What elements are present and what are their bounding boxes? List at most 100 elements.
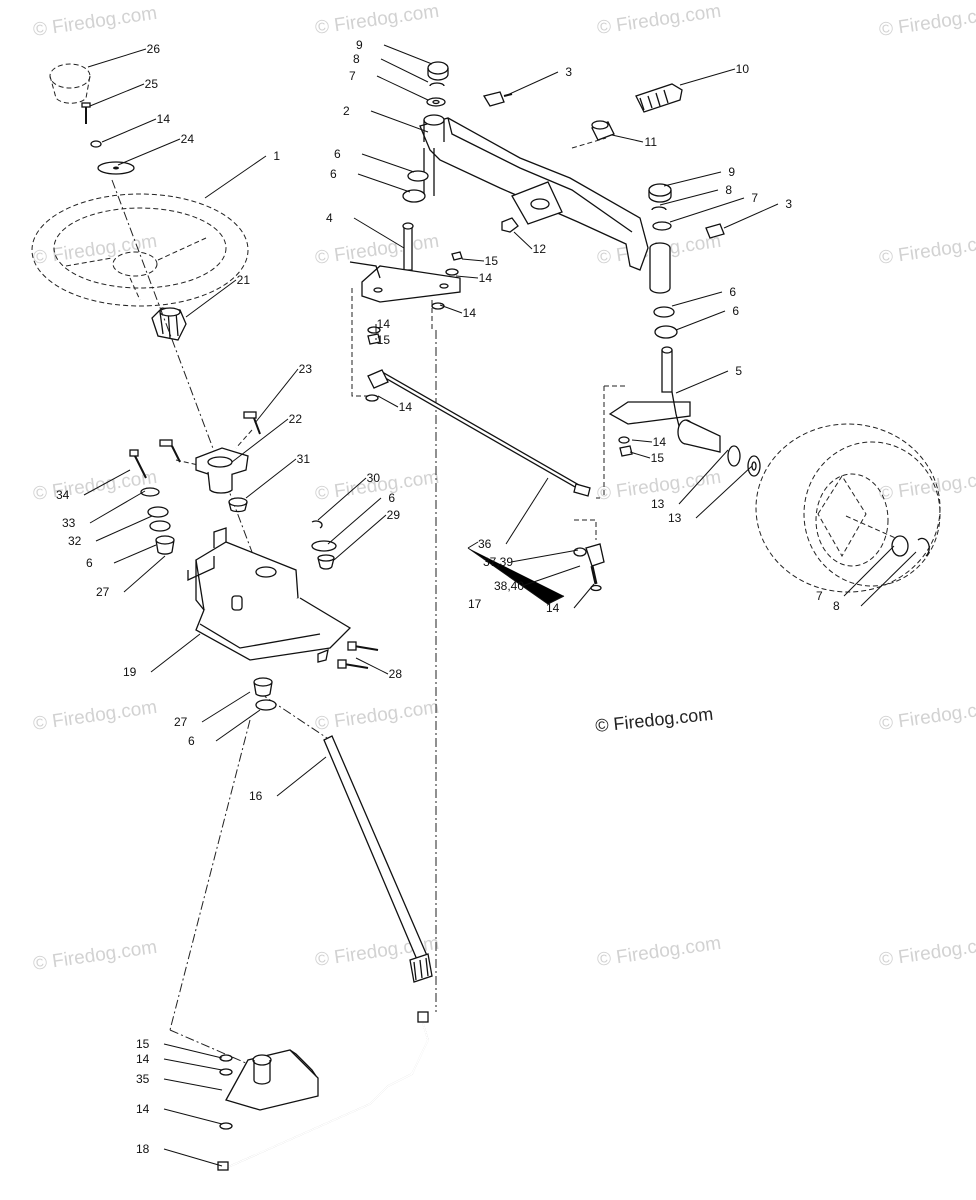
callout-label-23: 23 bbox=[299, 362, 313, 376]
watermark-text: © Firedog.com bbox=[878, 231, 976, 269]
callout-label-25: 25 bbox=[145, 77, 159, 91]
callout-leader-line bbox=[573, 583, 595, 609]
callout-leader-line bbox=[87, 48, 147, 68]
callout-label-18: 18 bbox=[136, 1142, 150, 1156]
wheel-screw bbox=[81, 102, 91, 124]
flange-bolt-right bbox=[243, 411, 261, 435]
tie-rod bbox=[365, 369, 591, 497]
watermark-text: © Firedog.com bbox=[32, 231, 159, 269]
callout-label-27: 27 bbox=[174, 715, 188, 729]
callout-label-8: 8 bbox=[833, 599, 840, 613]
watermark-text: © Firedog.com bbox=[32, 937, 159, 975]
callout-label-31: 31 bbox=[297, 452, 311, 466]
callout-leader-line bbox=[231, 418, 289, 463]
callout-leader-line bbox=[504, 71, 559, 97]
callout-label-14: 14 bbox=[546, 601, 560, 615]
callout-label-4: 4 bbox=[326, 211, 333, 225]
callout-leader-line bbox=[611, 134, 644, 143]
callout-leader-line bbox=[659, 189, 719, 206]
callout-leader-line bbox=[860, 551, 917, 607]
callout-leader-line bbox=[513, 231, 533, 250]
callout-label-29: 29 bbox=[387, 508, 401, 522]
front-tire bbox=[755, 423, 941, 593]
callout-label-8: 8 bbox=[353, 52, 360, 66]
watermark-text: © Firedog.com bbox=[596, 1, 723, 39]
callout-leader-line bbox=[505, 477, 549, 545]
callout-leader-line bbox=[83, 469, 131, 496]
callout-label-15: 15 bbox=[377, 333, 391, 347]
callout-leader-line bbox=[353, 217, 405, 249]
callout-label-13: 13 bbox=[651, 497, 665, 511]
callout-leader-line bbox=[245, 458, 297, 499]
callout-leader-line bbox=[163, 1043, 223, 1059]
callout-leader-line bbox=[89, 83, 145, 107]
callout-label-6: 6 bbox=[388, 491, 395, 505]
callout-label-7: 7 bbox=[751, 191, 758, 205]
cap-9-right bbox=[648, 183, 672, 203]
callout-label-15: 15 bbox=[485, 254, 499, 268]
callout-leader-line bbox=[461, 258, 485, 262]
callout-label-12: 12 bbox=[533, 242, 547, 256]
callout-leader-line bbox=[357, 173, 411, 193]
nut-12 bbox=[501, 217, 519, 233]
watermark-text: © Firedog.com bbox=[878, 467, 976, 505]
callout-label-6: 6 bbox=[188, 734, 195, 748]
steering-wheel-cap bbox=[49, 63, 91, 104]
callout-leader-line bbox=[204, 155, 267, 199]
cap-9-left bbox=[427, 61, 449, 81]
callout-label-14: 14 bbox=[136, 1102, 150, 1116]
callout-label-6: 6 bbox=[729, 285, 736, 299]
grease-fitting-3-left bbox=[482, 91, 513, 107]
watermark-text: © Firedog.com bbox=[32, 467, 159, 505]
flange-bushing bbox=[195, 447, 249, 494]
callout-leader-line bbox=[376, 75, 429, 101]
callout-label-9: 9 bbox=[356, 38, 363, 52]
callout-label-6: 6 bbox=[732, 304, 739, 318]
callout-leader-line bbox=[89, 490, 146, 524]
steering-wheel bbox=[31, 193, 249, 307]
steering-adapter bbox=[151, 307, 187, 341]
callout-leader-line bbox=[521, 565, 581, 587]
wheel-washers bbox=[727, 445, 761, 477]
small-bushing bbox=[228, 497, 248, 513]
callout-label-21: 21 bbox=[237, 273, 251, 287]
callout-leader-line bbox=[695, 465, 753, 519]
callout-label-2: 2 bbox=[343, 104, 350, 118]
spacer-11 bbox=[591, 120, 615, 141]
watermark-text: © Firedog.com bbox=[32, 3, 159, 41]
callout-label-22: 22 bbox=[289, 412, 303, 426]
callout-leader-line bbox=[361, 153, 415, 173]
callout-label-37-39: 37,39 bbox=[483, 555, 513, 569]
washer-stack bbox=[140, 487, 175, 555]
callout-label-14: 14 bbox=[463, 306, 477, 320]
callout-label-14: 14 bbox=[479, 271, 493, 285]
callout-leader-line bbox=[678, 449, 729, 505]
clip-8-left bbox=[429, 82, 445, 87]
callout-leader-line bbox=[377, 395, 399, 408]
callout-leader-line bbox=[663, 171, 722, 187]
callout-label-24: 24 bbox=[181, 132, 195, 146]
wheel-washer bbox=[97, 161, 135, 175]
callout-leader-line bbox=[163, 1108, 223, 1125]
drag-link bbox=[217, 1011, 429, 1171]
callout-leader-line bbox=[843, 545, 895, 597]
callout-label-26: 26 bbox=[147, 42, 161, 56]
washer-7-right bbox=[652, 221, 672, 231]
clip-8-right bbox=[651, 206, 667, 211]
right-spindle bbox=[608, 346, 721, 453]
left-spindle bbox=[349, 222, 461, 303]
watermark-text: © Firedog.com bbox=[878, 3, 976, 41]
callout-label-7: 7 bbox=[349, 69, 356, 83]
bracket-bolts bbox=[337, 641, 379, 669]
callout-leader-line bbox=[679, 68, 736, 86]
callout-label-14: 14 bbox=[136, 1052, 150, 1066]
callout-leader-line bbox=[380, 58, 429, 83]
callout-label-14: 14 bbox=[653, 435, 667, 449]
callout-leader-line bbox=[455, 275, 479, 279]
callout-leader-line bbox=[333, 514, 387, 561]
steering-bracket bbox=[187, 527, 352, 663]
callout-label-3: 3 bbox=[785, 197, 792, 211]
callout-leader-line bbox=[631, 439, 653, 443]
